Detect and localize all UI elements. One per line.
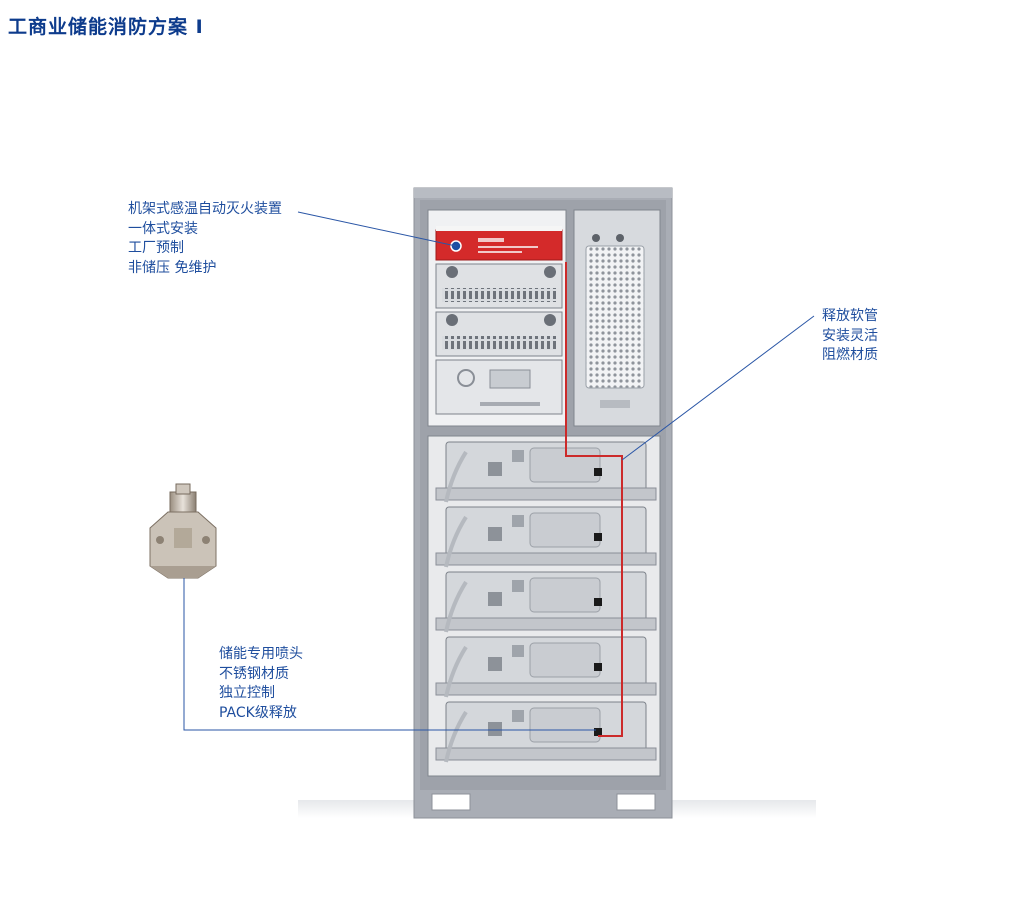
cabinet-foot-left — [431, 793, 471, 811]
callout-line: 工厂预制 — [128, 240, 184, 256]
callout-hose: 释放软管 安装灵活 阻燃材质 — [822, 307, 878, 366]
page-title: 工商业储能消防方案 I — [8, 16, 204, 38]
callout-nozzle: 储能专用喷头 不锈钢材质 独立控制 PACK级释放 — [219, 645, 303, 723]
callout-line: 阻燃材质 — [822, 347, 878, 363]
rack-unit — [435, 359, 563, 415]
battery-pack — [435, 571, 657, 633]
battery-pack — [435, 506, 657, 568]
rack-unit — [435, 311, 563, 357]
callout-line: 释放软管 — [822, 308, 878, 324]
nozzle-mount — [594, 728, 602, 736]
vent-grille-icon — [585, 245, 645, 389]
leader-line-nozzle — [183, 578, 596, 731]
release-hose — [565, 262, 623, 737]
nozzle-icon — [149, 483, 217, 579]
leader-lines — [183, 211, 815, 731]
callout-line: PACK级释放 — [219, 704, 297, 721]
callout-line: 安装灵活 — [822, 327, 878, 344]
callout-line: 非储压 免维护 — [128, 259, 217, 276]
nozzle-mount — [594, 663, 602, 671]
battery-pack — [435, 636, 657, 698]
callout-line: 机架式感温自动灭火装置 — [128, 201, 282, 217]
callout-line: 储能专用喷头 — [219, 646, 303, 662]
nozzle-mount — [594, 468, 602, 476]
callout-line: 不锈钢材质 — [219, 665, 289, 682]
rack-unit — [435, 263, 563, 309]
leader-line-rack-device — [297, 211, 457, 247]
leader-line-hose — [621, 315, 815, 461]
nozzle-mount — [594, 533, 602, 541]
fire-extinguisher-device-icon — [435, 226, 563, 261]
callout-rack-device: 机架式感温自动灭火装置 一体式安装 工厂预制 非储压 免维护 — [128, 200, 282, 278]
cabinet-foot-right — [616, 793, 656, 811]
nozzle-mount — [594, 598, 602, 606]
callout-line: 一体式安装 — [128, 220, 198, 237]
callout-line: 独立控制 — [219, 685, 275, 701]
battery-pack — [435, 701, 657, 763]
